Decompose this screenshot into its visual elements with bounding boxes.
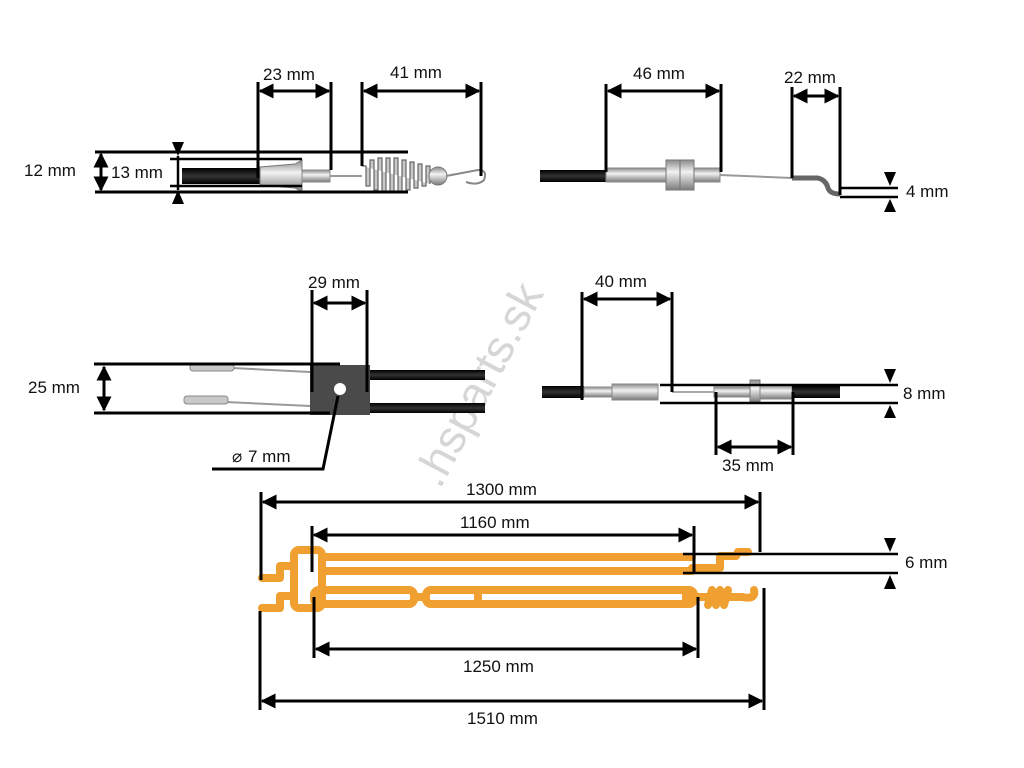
dim-height: 25 mm (28, 378, 80, 397)
ferrule (583, 386, 615, 398)
adjuster-nut (749, 379, 761, 403)
dim-width: 29 mm (308, 273, 360, 292)
hook (445, 168, 487, 185)
clamp-hole (334, 383, 346, 395)
cable-sheath (540, 170, 606, 182)
cable-sheath (182, 168, 260, 184)
hole-diameter-symbol: ⌀ (232, 447, 242, 466)
adjuster-body (759, 384, 793, 400)
dim-offset: 4 mm (906, 182, 949, 201)
dim-offset: 6 mm (905, 553, 948, 572)
threaded-ferrule (605, 167, 721, 183)
cable-schematic: 1300 mm 1160 mm 6 mm 1250 mm 1510 mm (258, 480, 948, 728)
detail-spring-end: 12 mm 13 mm 23 mm 41 mm (24, 63, 487, 204)
cable-lower (370, 403, 485, 413)
dim-width-b: 35 mm (722, 456, 774, 475)
cable-upper (370, 370, 485, 380)
cable-sheath-left (542, 386, 584, 398)
dim-outer-height: 12 mm (24, 161, 76, 180)
dim-height: 8 mm (903, 384, 946, 403)
dim-width-a: 23 mm (263, 65, 315, 84)
watermark: .hsparts.sk (403, 273, 554, 495)
schematic-outline (258, 546, 759, 612)
nut-b (679, 159, 695, 191)
ferrule-body (611, 383, 659, 401)
z-bend (792, 175, 841, 197)
dim-overall-top: 1300 mm (466, 480, 537, 499)
threaded-rod (713, 386, 751, 398)
dim-inner-top: 1160 mm (460, 513, 530, 532)
dim-width-b: 22 mm (784, 68, 836, 87)
dim-inner-height: 13 mm (111, 163, 163, 182)
cable-sheath-right (792, 386, 840, 398)
dim-hole: 7 mm (248, 447, 291, 466)
spring (362, 157, 448, 193)
dim-width-a: 46 mm (633, 64, 685, 83)
detail-block-end: 25 mm 29 mm ⌀ 7 mm (28, 273, 485, 471)
dim-inner-bottom: 1250 mm (463, 657, 534, 676)
detail-adjuster-end: 40 mm 8 mm 35 mm (542, 272, 946, 475)
dim-width-b: 41 mm (390, 63, 442, 82)
inner-wire (719, 174, 793, 179)
detail-threaded-end: 46 mm 22 mm 4 mm (540, 64, 949, 212)
ferrule-tip (301, 169, 331, 183)
nut-a (665, 159, 681, 191)
dim-overall-bottom: 1510 mm (467, 709, 538, 728)
dim-width-a: 40 mm (595, 272, 647, 291)
